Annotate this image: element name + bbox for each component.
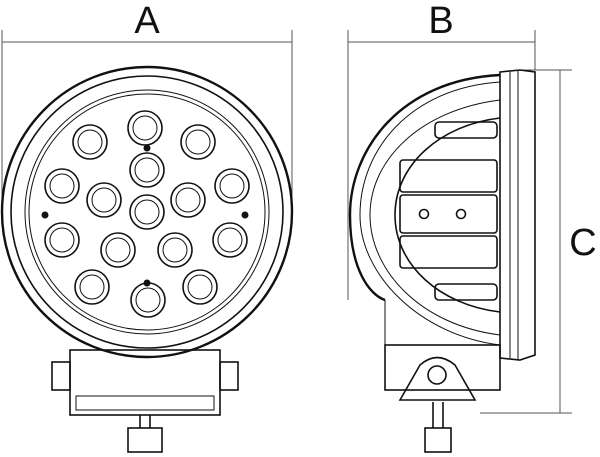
led-icon <box>129 194 165 230</box>
side-view <box>348 69 536 453</box>
dimension-c: C <box>480 69 597 414</box>
screw-icon <box>143 279 151 287</box>
led-icon <box>49 173 75 199</box>
led-icon <box>170 182 206 218</box>
led-icon <box>49 227 75 253</box>
led-icon <box>212 222 248 258</box>
led-icon <box>180 124 216 160</box>
dimension-a-label: A <box>134 0 160 42</box>
led-icon <box>134 157 160 183</box>
led-icon <box>129 152 165 188</box>
mount-bolt <box>127 427 163 453</box>
dimension-b-label: B <box>428 0 453 42</box>
led-icon <box>74 269 110 305</box>
led-icon <box>105 237 131 263</box>
led-icon <box>175 187 201 213</box>
led-icon <box>132 115 158 141</box>
led-icon <box>187 274 213 300</box>
led-icon <box>44 222 80 258</box>
screw-icon <box>143 144 151 152</box>
led-array <box>44 110 250 318</box>
led-icon <box>135 287 161 313</box>
led-icon <box>182 269 218 305</box>
led-icon <box>217 227 243 253</box>
mount-bracket <box>69 349 221 416</box>
front-view <box>0 65 294 453</box>
led-icon <box>219 173 245 199</box>
dimension-b: B <box>347 0 536 300</box>
side-mount-bracket <box>384 344 501 391</box>
led-icon <box>86 182 122 218</box>
led-icon <box>100 232 136 268</box>
screw-icon <box>241 211 249 219</box>
side-mount-bolt <box>424 427 452 453</box>
led-icon <box>77 129 103 155</box>
led-icon <box>134 199 160 225</box>
led-icon <box>44 168 80 204</box>
led-icon <box>162 237 188 263</box>
led-icon <box>157 232 193 268</box>
screw-icon <box>41 211 49 219</box>
outer-bezel <box>0 65 294 359</box>
led-icon <box>214 168 250 204</box>
dimension-a: A <box>1 0 293 200</box>
dimension-c-label: C <box>569 222 596 264</box>
led-icon <box>127 110 163 146</box>
led-icon <box>185 129 211 155</box>
led-icon <box>72 124 108 160</box>
led-icon <box>79 274 105 300</box>
led-icon <box>91 187 117 213</box>
